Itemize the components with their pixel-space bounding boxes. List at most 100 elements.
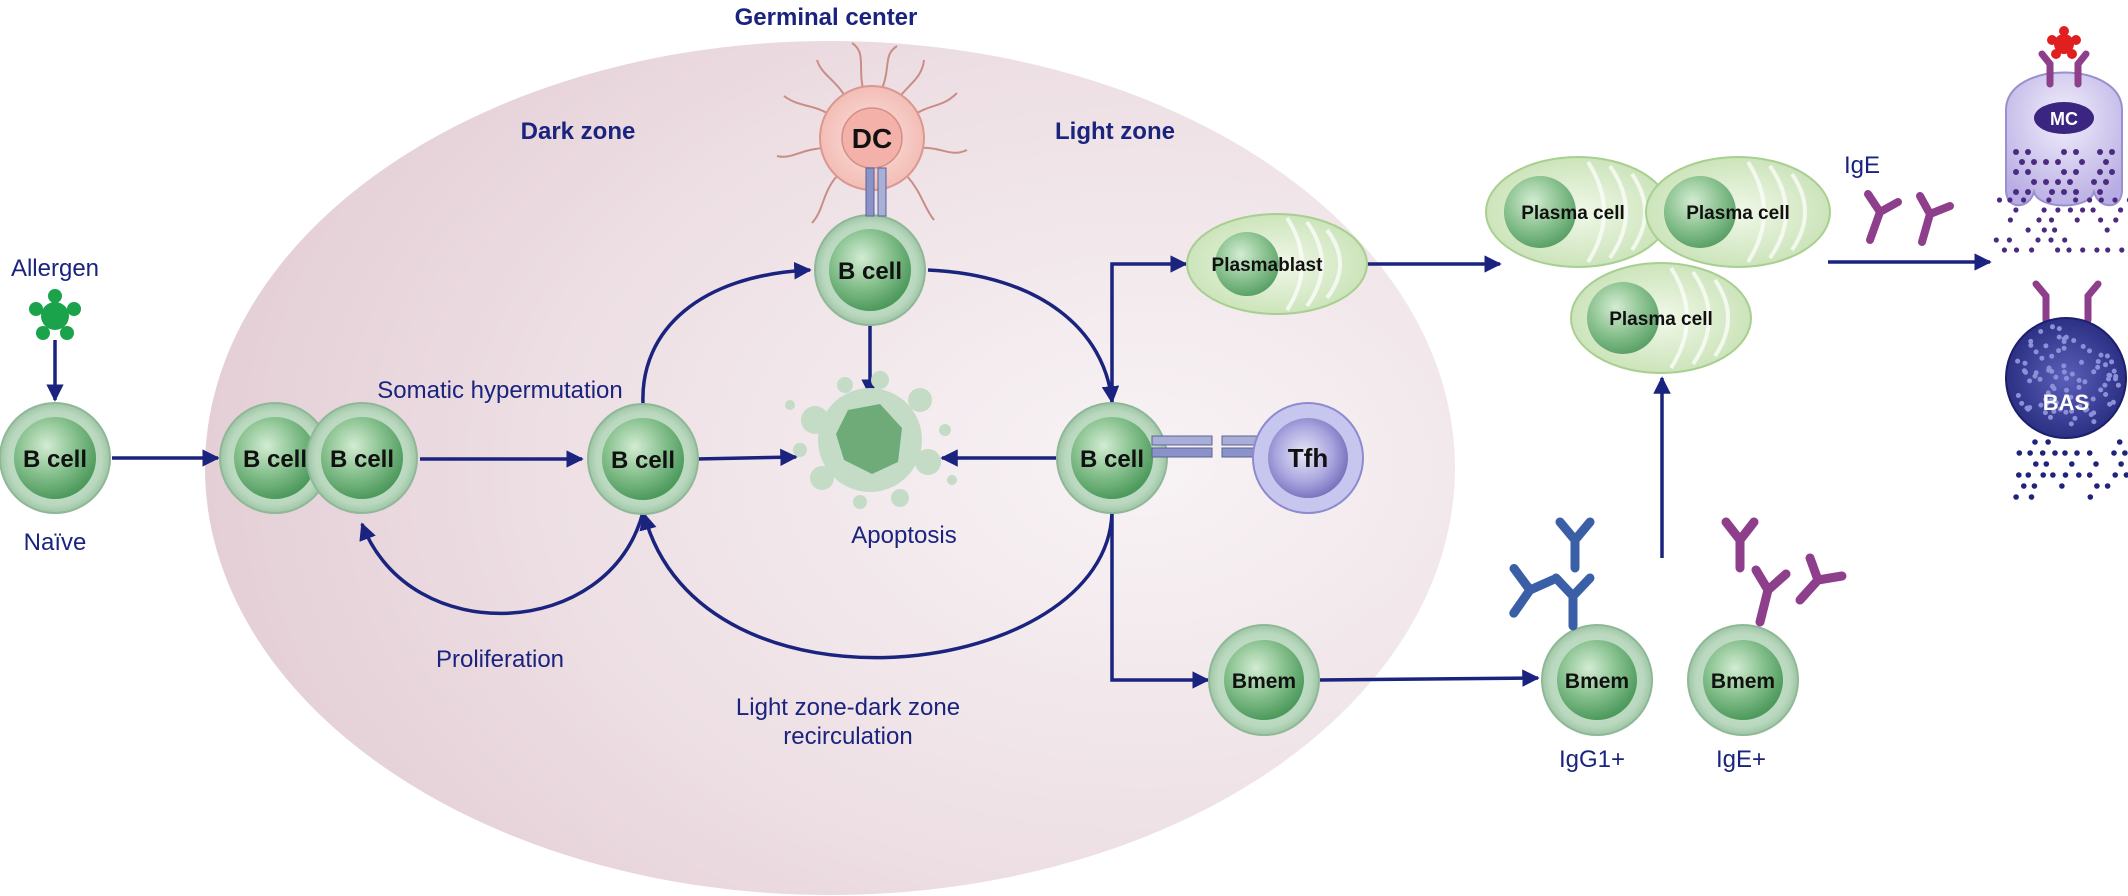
mast-cell-granule — [2104, 227, 2110, 233]
bmem-cell-gc: Bmem — [1208, 624, 1320, 736]
dark-zone-b-cell: B cell — [587, 403, 699, 515]
tfh-label: Tfh — [1288, 443, 1328, 473]
mast-cell-granule — [2049, 189, 2055, 195]
mast-cell-granule — [2041, 227, 2047, 233]
basophil-inner-granule — [2032, 373, 2038, 379]
mast-cell-granule — [2098, 197, 2104, 203]
dividing-b-cell-left-label: B cell — [243, 446, 307, 473]
basophil-inner-granule — [2037, 376, 2043, 382]
mast-cell-granule — [2109, 149, 2115, 155]
plasma-cell-2: Plasma cell — [1645, 156, 1831, 268]
basophil-inner-granule — [2027, 378, 2033, 384]
basophil-granule — [2027, 450, 2033, 456]
mast-cell-granule — [2025, 189, 2031, 195]
light-zone-b-cell-label: B cell — [1080, 446, 1144, 473]
basophil-granules — [2013, 439, 2128, 500]
basophil-inner-granule — [2090, 396, 2096, 402]
basophil-inner-granule — [2063, 409, 2069, 415]
basophil-granule — [2045, 439, 2051, 445]
light-zone-b-cell: B cell — [1056, 402, 1168, 514]
basophil-granule — [2116, 439, 2123, 445]
basophil-cell: BAS — [2005, 317, 2127, 439]
basophil-inner-granule — [2103, 362, 2108, 368]
basophil-inner-granule — [2056, 348, 2062, 354]
recirculation-label-line2: recirculation — [783, 723, 912, 750]
mast-cell-granule — [2097, 149, 2103, 155]
mast-cell-allergen-icon — [2047, 26, 2081, 59]
mast-cell-granule — [2031, 179, 2037, 185]
arrow-lz-to-bmem — [1110, 512, 1210, 689]
basophil-inner-granule — [2115, 382, 2121, 388]
arrow-lz-to-plasmablast — [1110, 255, 1188, 404]
mast-cell-granule — [2006, 237, 2012, 243]
mast-cell-granule — [2062, 237, 2068, 243]
basophil-inner-granule — [2110, 399, 2116, 405]
basophil-inner-granule — [2106, 376, 2111, 382]
basophil-inner-granule — [2049, 353, 2055, 359]
mast-cell-granule — [2112, 197, 2118, 203]
mast-cell-granule — [2090, 207, 2096, 213]
arrow-recirculation — [639, 511, 1114, 660]
dividing-b-cell-right-label: B cell — [330, 446, 394, 473]
proliferation-label: Proliferation — [436, 646, 564, 673]
basophil-inner-granule — [2015, 358, 2021, 364]
mast-cell-granule — [2119, 247, 2125, 253]
arrow-bmem-to-igg1 — [1319, 669, 1540, 687]
basophil-granule — [2043, 461, 2050, 467]
basophil-granule — [2021, 483, 2027, 489]
plasma-cell-3-label: Plasma cell — [1609, 309, 1713, 330]
apoptosis-label: Apoptosis — [851, 522, 956, 549]
recirculation-label-line1: Light zone-dark zone — [736, 694, 960, 721]
arrows — [46, 253, 1992, 689]
mast-cell-granule — [1996, 197, 2003, 203]
basophil-granule — [2076, 472, 2082, 478]
basophil-inner-granule — [2064, 387, 2069, 393]
ige-free-antibodies — [1864, 190, 1954, 246]
mast-cell-granule — [2066, 247, 2072, 253]
mast-cell-granule — [2098, 217, 2104, 223]
basophil-inner-granule — [2023, 369, 2029, 375]
mast-cell-granule — [2041, 207, 2047, 213]
basophil-inner-granule — [2043, 343, 2049, 349]
basophil-inner-granule — [2056, 326, 2062, 332]
basophil-inner-granule — [2072, 415, 2078, 421]
mast-cell-granule — [2061, 189, 2067, 195]
mast-cell-granule — [2087, 197, 2093, 203]
mast-cell-granule — [2019, 159, 2025, 165]
basophil-inner-granule — [2095, 364, 2101, 370]
mast-cell-granule — [2043, 159, 2049, 165]
basophil-inner-granule — [2057, 406, 2063, 412]
basophil-inner-granule — [2076, 384, 2082, 390]
light-zone-label: Light zone — [1055, 118, 1175, 145]
arrow-top-bcell-to-lz — [927, 268, 1120, 404]
igg1-antibodies — [1509, 517, 1595, 631]
naive-label: Naïve — [24, 529, 87, 556]
mast-cell-granule — [2113, 217, 2119, 223]
basophil-receptors — [2032, 280, 2102, 324]
ige-bmem-antibodies — [1721, 517, 1847, 627]
basophil-granule — [2104, 483, 2111, 489]
dark-zone-label: Dark zone — [521, 118, 636, 145]
plasma-cell-1: Plasma cell — [1485, 156, 1671, 268]
basophil-granule — [2112, 472, 2118, 478]
dendritic-cell: DC — [776, 42, 968, 224]
basophil-inner-granule — [2038, 329, 2044, 334]
mast-cell-granule — [2013, 149, 2019, 155]
mast-cell-granule — [2013, 189, 2019, 195]
basophil-granule — [2122, 450, 2128, 456]
dark-zone-b-cell-label: B cell — [611, 447, 675, 474]
basophil-inner-granule — [2076, 377, 2082, 383]
plasmablast-cell: Plasmablast — [1186, 213, 1368, 315]
apoptotic-cell-icon — [785, 371, 957, 509]
basophil-granule — [2062, 450, 2068, 456]
basophil-inner-granule — [2084, 401, 2090, 407]
mast-cell-granule — [2118, 207, 2124, 213]
mast-cell-granule — [2013, 247, 2020, 253]
basophil-inner-granule — [2102, 382, 2108, 388]
mast-cell-granule — [2067, 207, 2073, 213]
mast-cell-granule — [2061, 149, 2067, 155]
basophil-granule — [2013, 494, 2019, 500]
basophil-inner-granule — [2103, 392, 2109, 397]
allergen-icon — [29, 289, 81, 340]
